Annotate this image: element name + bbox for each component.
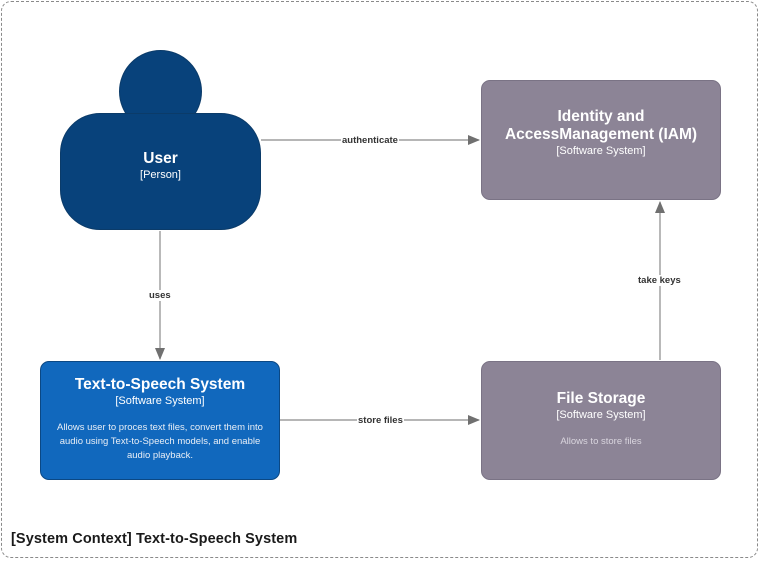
node-title: Identity and AccessManagement (IAM) <box>504 108 698 143</box>
system-iam[interactable]: Identity and AccessManagement (IAM) [Sof… <box>481 80 721 200</box>
node-title: Text-to-Speech System <box>74 376 246 393</box>
edge-label-authenticate: authenticate <box>341 135 399 146</box>
boundary-label: [System Context] Text-to-Speech System <box>11 531 298 547</box>
edge-label-take-keys: take keys <box>637 275 682 286</box>
system-text-to-speech[interactable]: Text-to-Speech System [Software System] … <box>40 361 280 480</box>
system-file-storage[interactable]: File Storage [Software System] Allows to… <box>481 361 721 480</box>
node-kind: [Software System] <box>556 409 646 421</box>
node-title: User <box>143 150 178 167</box>
node-kind: [Software System] <box>115 395 205 407</box>
node-description: Allows user to proces text files, conver… <box>57 422 263 461</box>
node-kind: [Software System] <box>556 145 646 157</box>
edge-label-uses: uses <box>148 290 172 301</box>
node-title: File Storage <box>556 390 646 407</box>
edge-label-store-files: store files <box>357 415 404 426</box>
node-kind: [Person] <box>140 169 181 181</box>
person-user[interactable]: User [Person] <box>60 113 261 230</box>
node-description: Allows to store files <box>560 436 642 447</box>
